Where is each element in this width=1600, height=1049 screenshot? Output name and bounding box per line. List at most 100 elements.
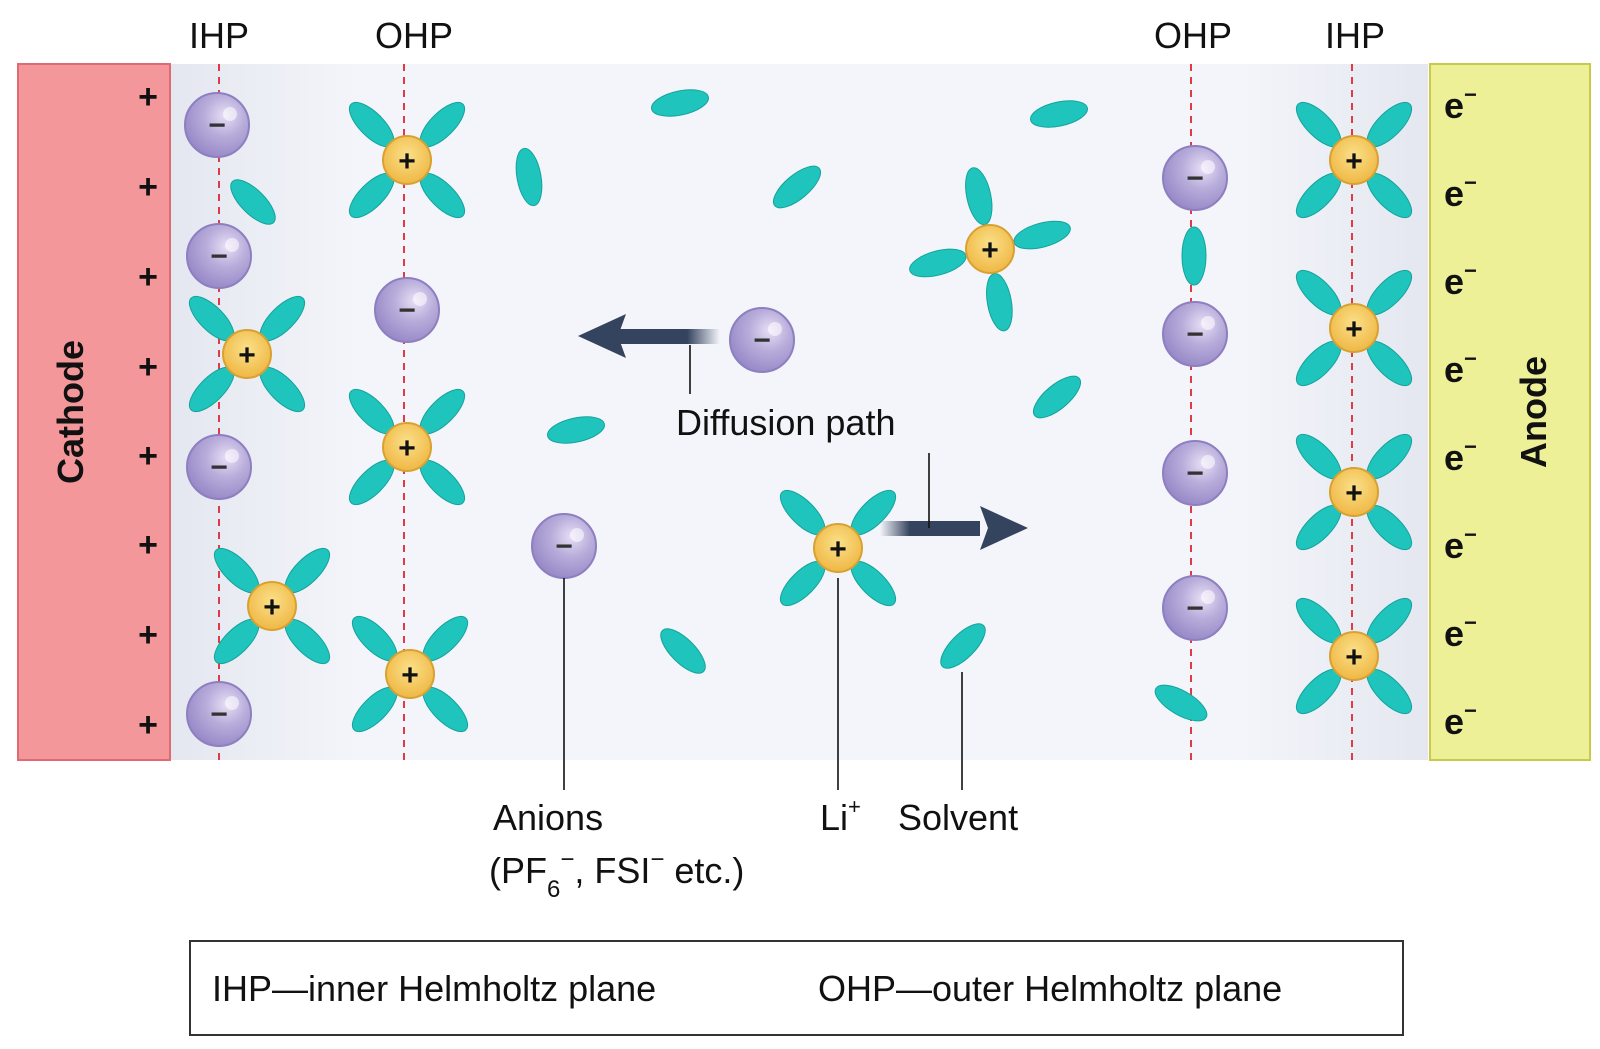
anions-label: Anions — [493, 797, 603, 838]
diffusion-arrow-left — [578, 314, 720, 358]
solvent-molecule — [772, 165, 822, 209]
cathode-label: Cathode — [50, 340, 91, 484]
cathode-plus-charge: + — [138, 526, 158, 564]
solvent-label: Solvent — [898, 797, 1018, 838]
anion: − — [186, 223, 252, 289]
solvent-molecule — [965, 167, 993, 226]
diffusion-path-label: Diffusion path — [676, 402, 895, 443]
svg-text:+: + — [263, 591, 281, 624]
svg-text:−: − — [210, 698, 228, 731]
anode-electrode — [1429, 63, 1591, 761]
diffusion-arrow-right — [880, 506, 1028, 550]
anion: − — [1162, 440, 1228, 506]
anion: − — [1162, 301, 1228, 367]
anions-examples-label: (PF6−, FSI− etc.) — [489, 846, 744, 903]
solvated-li-cluster: + — [779, 489, 897, 607]
svg-text:−: − — [753, 324, 771, 357]
anion: − — [374, 277, 440, 343]
cathode-plus-charge: + — [138, 258, 158, 296]
anode-electron: e− — [1444, 698, 1477, 742]
li-cation: + — [1329, 631, 1379, 681]
anode-electron: e− — [1444, 258, 1477, 302]
ihp-right-header: IHP — [1325, 15, 1385, 56]
li-ion-label: Li+ — [820, 794, 861, 838]
cathode-charges: ++++++++ — [138, 78, 158, 744]
li-cation: + — [382, 422, 432, 472]
svg-text:−: − — [555, 530, 573, 563]
svg-text:+: + — [1345, 477, 1363, 510]
cathode-electrode — [17, 63, 171, 761]
cathode-plus-charge: + — [138, 348, 158, 386]
solvent-molecule — [1181, 226, 1207, 286]
ohp-left-header: OHP — [375, 15, 453, 56]
svg-text:+: + — [1345, 641, 1363, 674]
li-cation: + — [1329, 467, 1379, 517]
li-cation: + — [1329, 303, 1379, 353]
anion: − — [531, 513, 597, 579]
svg-text:−: − — [210, 451, 228, 484]
svg-text:+: + — [1345, 313, 1363, 346]
svg-text:−: − — [210, 240, 228, 273]
svg-text:+: + — [398, 145, 416, 178]
leader-lines — [563, 345, 963, 790]
svg-text:+: + — [398, 432, 416, 465]
li-cation: + — [965, 224, 1015, 274]
solvated-li-cluster: + — [1295, 269, 1413, 387]
anion: − — [184, 92, 250, 158]
svg-text:+: + — [238, 339, 256, 372]
solvent-molecule — [940, 623, 986, 669]
anion: − — [186, 681, 252, 747]
legend-ohp-definition: OHP—outer Helmholtz plane — [818, 968, 1282, 1009]
svg-text:−: − — [1186, 592, 1204, 625]
solvated-li-cluster: + — [188, 295, 306, 413]
svg-text:+: + — [1345, 145, 1363, 178]
plane-headers: IHP OHP OHP IHP — [189, 15, 1385, 56]
solvated-li-cluster: + — [1295, 101, 1413, 219]
svg-text:−: − — [1186, 457, 1204, 490]
solvent-molecule — [1032, 375, 1082, 419]
ohp-right-header: OHP — [1154, 15, 1232, 56]
cathode-plus-charge: + — [138, 78, 158, 116]
solvent-molecule — [230, 179, 276, 225]
anode-electron: e− — [1444, 522, 1477, 566]
li-cation: + — [813, 523, 863, 573]
li-cation: + — [1329, 135, 1379, 185]
li-cation: + — [222, 329, 272, 379]
solvent-molecule — [1030, 100, 1088, 128]
solvent-molecule — [1154, 684, 1208, 722]
anode-electron: e− — [1444, 170, 1477, 214]
li-cation: + — [382, 135, 432, 185]
svg-text:−: − — [398, 294, 416, 327]
svg-text:−: − — [208, 109, 226, 142]
anode-electron: e− — [1444, 610, 1477, 654]
li-cation: + — [247, 581, 297, 631]
ihp-left-header: IHP — [189, 15, 249, 56]
anode-label: Anode — [1513, 356, 1554, 468]
svg-text:+: + — [829, 533, 847, 566]
solvent-molecule — [1013, 220, 1071, 250]
solvent-molecule — [547, 416, 605, 444]
anion: − — [1162, 145, 1228, 211]
solvent-molecule — [986, 273, 1013, 332]
anion: − — [1162, 575, 1228, 641]
anion: − — [729, 307, 795, 373]
solvent-molecule — [515, 147, 543, 207]
solvated-li-cluster: + — [351, 615, 469, 733]
solvent-molecule — [651, 89, 709, 117]
solvated-li-cluster: + — [348, 388, 466, 506]
svg-text:+: + — [401, 659, 419, 692]
anode-electrons: e−e−e−e−e−e−e−e− — [1444, 82, 1477, 742]
li-cation: + — [385, 649, 435, 699]
cathode-plus-charge: + — [138, 706, 158, 744]
legend-ihp-definition: IHP—inner Helmholtz plane — [212, 968, 656, 1009]
anode-electron: e− — [1444, 434, 1477, 478]
svg-text:−: − — [1186, 318, 1204, 351]
solvated-li-cluster: + — [1295, 597, 1413, 715]
anode-electron: e− — [1444, 82, 1477, 126]
legend-box — [189, 940, 1404, 1036]
solvent-molecule — [660, 628, 706, 674]
cathode-plus-charge: + — [138, 437, 158, 475]
svg-text:+: + — [981, 234, 999, 267]
solvated-li-cluster: + — [348, 101, 466, 219]
